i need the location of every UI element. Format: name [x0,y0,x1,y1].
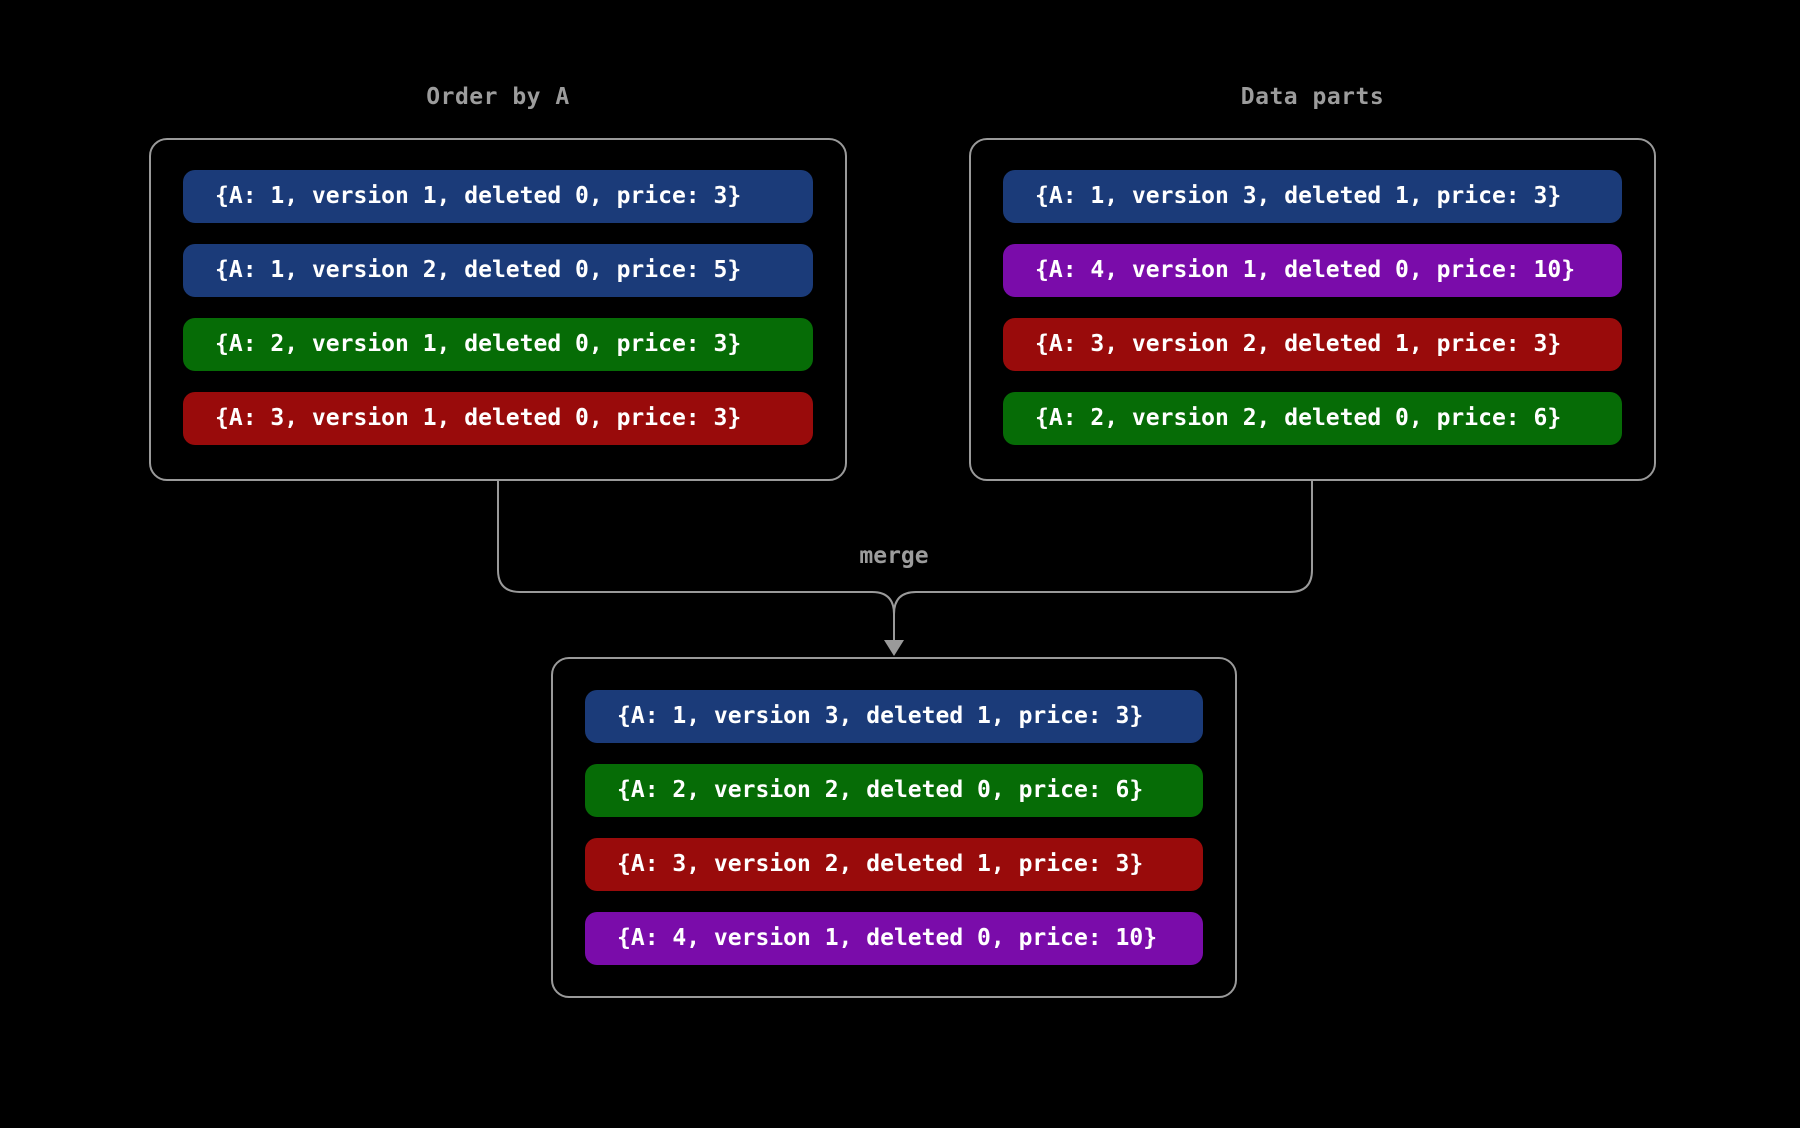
merge-label: merge [859,543,929,569]
data-row: {A: 2, version 1, deleted 0, price: 3} [183,318,813,371]
order-by-a-title: Order by A [426,84,570,110]
data-row: {A: 4, version 1, deleted 0, price: 10} [1003,244,1622,297]
data-row: {A: 1, version 3, deleted 1, price: 3} [1003,170,1622,223]
data-parts-title: Data parts [1240,84,1385,110]
data-row: {A: 1, version 3, deleted 1, price: 3} [585,690,1203,743]
data-row: {A: 3, version 1, deleted 0, price: 3} [183,392,813,445]
data-row: {A: 1, version 1, deleted 0, price: 3} [183,170,813,223]
data-row: {A: 3, version 2, deleted 1, price: 3} [1003,318,1622,371]
data-row: {A: 2, version 2, deleted 0, price: 6} [1003,392,1622,445]
data-row: {A: 4, version 1, deleted 0, price: 10} [585,912,1203,965]
merged-result-box: {A: 1, version 3, deleted 1, price: 3} {… [551,657,1237,998]
data-row: {A: 3, version 2, deleted 1, price: 3} [585,838,1203,891]
merge-arrowhead-icon [884,640,904,656]
order-by-a-box: {A: 1, version 1, deleted 0, price: 3} {… [149,138,847,481]
data-parts-box: {A: 1, version 3, deleted 1, price: 3} {… [969,138,1656,481]
data-row: {A: 2, version 2, deleted 0, price: 6} [585,764,1203,817]
data-row: {A: 1, version 2, deleted 0, price: 5} [183,244,813,297]
